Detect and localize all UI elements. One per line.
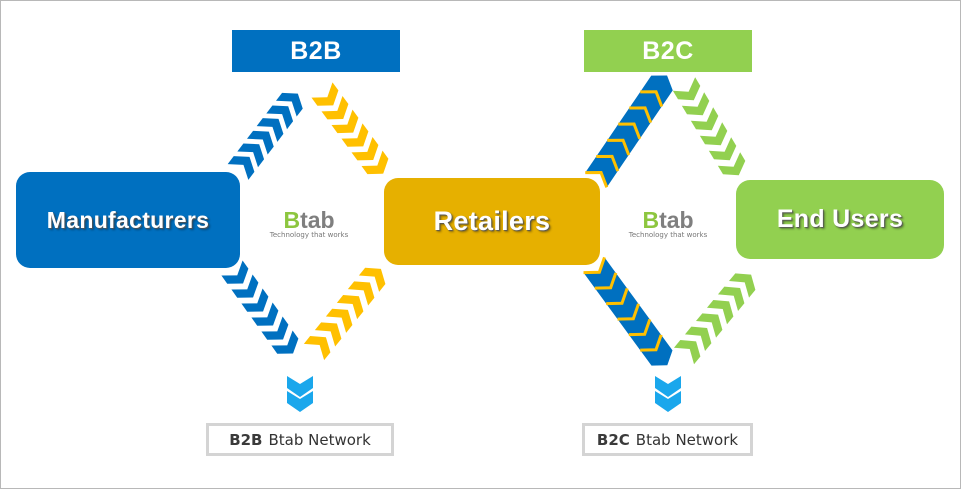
btab-logo-tagline: Technology that works [269, 231, 349, 239]
chevron [231, 274, 259, 298]
b2c-tag: B2C [584, 30, 752, 72]
chevron [256, 118, 284, 142]
b2b-tag-label: B2B [290, 36, 342, 65]
btab-logo-b2b: Btab Technology that works [269, 208, 349, 239]
b2b-network-label: B2B Btab Network [206, 423, 394, 456]
b2c-network-to-end-users-arrow [673, 273, 756, 365]
chevron-stripe [640, 334, 663, 352]
b2b-network-down-arrow-icon [287, 376, 313, 412]
retailers-to-b2c-arrow [585, 75, 673, 188]
end-users-label: End Users [776, 205, 904, 233]
chevron-stripe [617, 303, 640, 321]
chevron-stripe [606, 287, 629, 306]
end-users-node: End Users [736, 180, 944, 259]
chevron-stripe [583, 256, 606, 275]
chevron [271, 330, 299, 354]
chevron [336, 295, 364, 320]
chevron [717, 286, 745, 311]
retailers-label: Retailers [433, 206, 551, 236]
manufacturers-to-b2b-network-arrow [221, 260, 299, 354]
chevron [303, 336, 331, 361]
chevron [325, 308, 353, 333]
chevron [266, 105, 294, 130]
b2c-network-name: Btab Network [635, 430, 739, 449]
chevron [655, 376, 681, 397]
chevron-stripe [628, 318, 652, 337]
chevron [341, 123, 369, 147]
manufacturers-node: Manufacturers [16, 172, 240, 268]
chevron [246, 130, 274, 155]
b2b-network-to-retailers-arrow [303, 267, 386, 361]
chevron [684, 326, 712, 351]
chevron [275, 92, 303, 117]
manufacturers-label: Manufacturers [46, 206, 210, 233]
manufacturers-to-b2b-arrow [227, 92, 303, 180]
retailers-to-b2c-network-arrow [583, 256, 673, 366]
b2c-tag-label: B2C [642, 36, 694, 65]
b2c-network-label: B2C Btab Network [582, 423, 753, 456]
b2b-network-prefix: B2B [229, 430, 263, 449]
b2c-network-prefix: B2C [596, 430, 630, 449]
chevron [287, 376, 313, 397]
chevron [358, 267, 386, 292]
chevron-stripe [596, 154, 620, 172]
chevron-stripe [618, 122, 642, 140]
chevron [351, 136, 379, 161]
b2c-to-end-users-arrow [672, 77, 746, 176]
chevron [728, 273, 756, 298]
btab-logo-word: Btab [642, 207, 694, 233]
chevron [331, 109, 359, 134]
chevron [673, 340, 701, 365]
chevron [681, 92, 710, 116]
b2b-network-name: Btab Network [268, 430, 371, 449]
chevron [347, 281, 375, 306]
chevron [311, 82, 339, 106]
chevron-stripe [594, 272, 618, 290]
btab-logo-tagline: Technology that works [628, 231, 708, 239]
chevron [672, 77, 701, 101]
chevron [321, 95, 349, 120]
chevron [708, 137, 737, 161]
chevron [221, 260, 249, 284]
btab-logo-b2c: Btab Technology that works [628, 208, 708, 239]
b2c-network-down-arrow-icon [655, 376, 681, 412]
chevron [251, 302, 279, 326]
chevron [717, 152, 746, 176]
chevron [287, 391, 313, 412]
chevron [706, 300, 734, 325]
chevron [237, 143, 265, 168]
b2b-tag: B2B [232, 30, 400, 72]
b2b-to-retailers-arrow [311, 82, 389, 175]
chevron [695, 313, 723, 338]
chevron [690, 107, 719, 131]
chevron-stripe [629, 106, 653, 124]
chevron [655, 391, 681, 412]
chevron [241, 288, 269, 312]
chevron-stripe [640, 90, 664, 108]
chevron [227, 156, 255, 180]
btab-logo-word: Btab [283, 207, 335, 233]
chevron [261, 316, 289, 340]
chevron-stripe [607, 138, 631, 156]
chevron [699, 122, 728, 146]
chevron [361, 150, 389, 175]
chevron-stripe [585, 171, 609, 188]
chevron [314, 322, 342, 347]
retailers-node: Retailers [384, 178, 600, 265]
